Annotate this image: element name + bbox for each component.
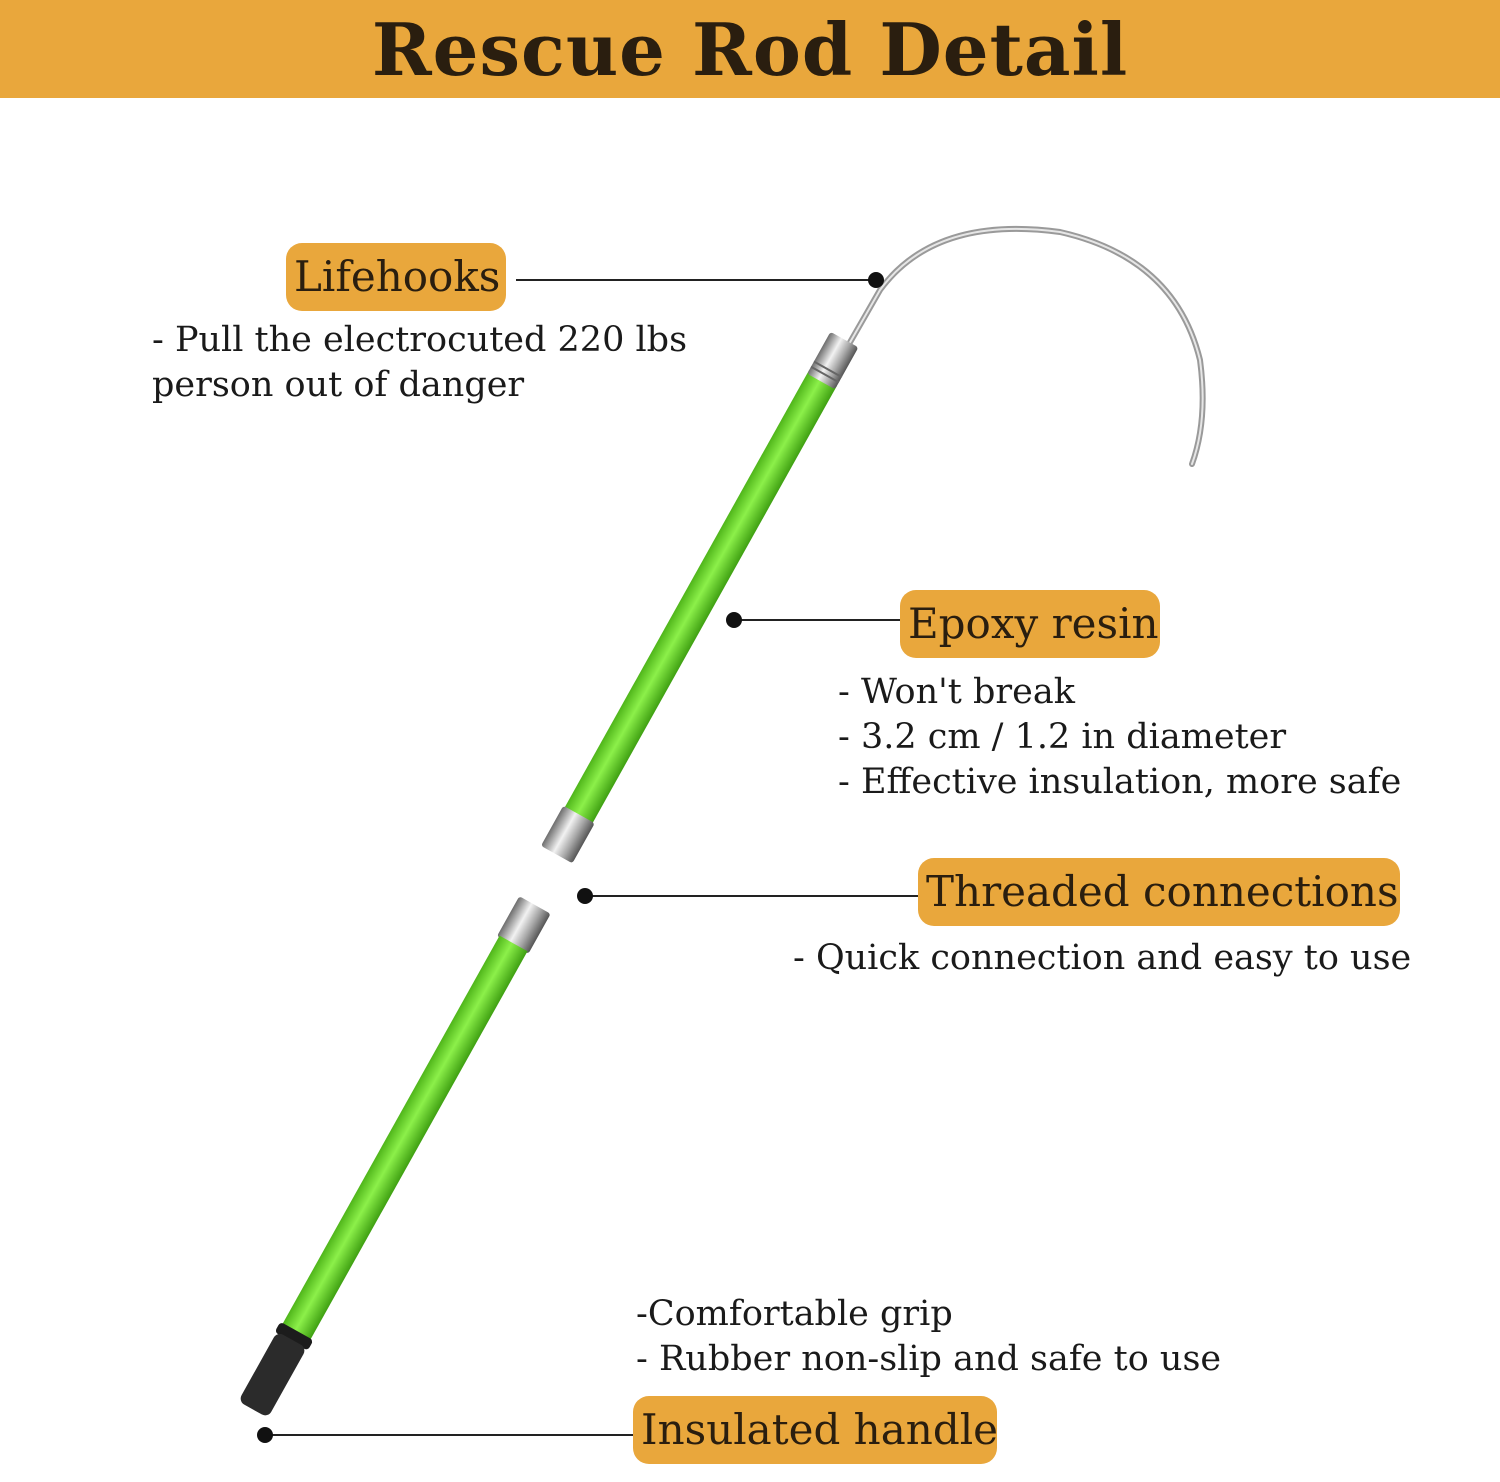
threaded-connections-description: - Quick connection and easy to use (793, 936, 1411, 981)
threaded-dot-icon (577, 888, 593, 904)
upper-rod-segment (541, 332, 858, 863)
upper-connector-icon (541, 806, 594, 863)
lower-connector-icon (497, 897, 550, 953)
epoxy-line-3: - Effective insulation, more safe (838, 762, 1402, 802)
lifehooks-line-2: person out of danger (152, 365, 525, 405)
hook-wire-icon (830, 225, 1206, 467)
threaded-line-1: - Quick connection and easy to use (793, 938, 1412, 978)
epoxy-resin-description: - Won't break - 3.2 cm / 1.2 in diameter… (838, 670, 1401, 805)
lifehooks-line-1: - Pull the electrocuted 220 lbs (152, 320, 688, 360)
handle-dot-icon (257, 1427, 273, 1443)
insulated-handle-label: Insulated handle (633, 1396, 998, 1464)
header-banner: Rescue Rod Detail (0, 0, 1500, 98)
threaded-connections-label: Threaded connections (918, 858, 1400, 926)
handle-line-2: - Rubber non-slip and safe to use (636, 1339, 1222, 1379)
insulated-handle-description: -Comfortable grip - Rubber non-slip and … (636, 1292, 1221, 1382)
lifehooks-dot-icon (868, 272, 884, 288)
epoxy-line-1: - Won't break (838, 672, 1075, 712)
epoxy-line-2: - 3.2 cm / 1.2 in diameter (838, 717, 1287, 757)
hook-ferrule-icon (808, 332, 858, 389)
handle-line-1: -Comfortable grip (636, 1294, 953, 1334)
rubber-handle-icon (240, 1333, 305, 1416)
lower-rod-segment (240, 897, 550, 1416)
lifehooks-label: Lifehooks (286, 243, 506, 311)
lifehooks-description: - Pull the electrocuted 220 lbs person o… (152, 318, 687, 408)
page-title: Rescue Rod Detail (371, 7, 1129, 92)
epoxy-resin-label: Epoxy resin (900, 590, 1160, 658)
epoxy-dot-icon (726, 612, 742, 628)
